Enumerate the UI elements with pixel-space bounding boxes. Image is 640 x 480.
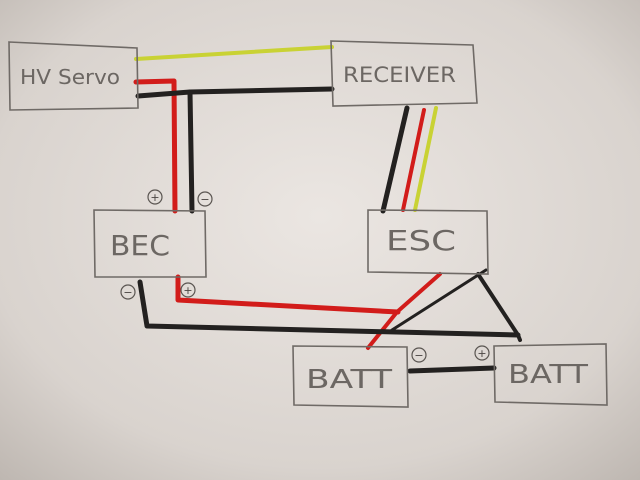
bec-box — [93, 209, 207, 278]
wire-red-servo-bec — [133, 78, 178, 214]
wire-black-esc-batt — [476, 272, 522, 342]
batt-right-plus-marker: + — [474, 345, 490, 361]
wire-red-receiver-esc — [401, 108, 426, 212]
wire-yellow-receiver-esc — [413, 106, 438, 212]
bec-top-plus-marker: + — [147, 189, 163, 205]
wire-black-bec-minus — [137, 279, 521, 338]
batt-right-box — [493, 343, 608, 406]
bec-top-minus-marker: − — [197, 191, 213, 207]
svg-text:−: − — [123, 286, 132, 299]
wire-black-esc-diagonal — [390, 268, 488, 332]
wire-black-receiver-esc — [380, 105, 410, 214]
svg-text:−: − — [200, 193, 209, 206]
svg-text:+: + — [150, 191, 159, 204]
hv-servo-box — [8, 41, 139, 111]
svg-text:−: − — [414, 349, 423, 362]
batt-left-label: BATT — [306, 365, 392, 395]
batt-right-label: BATT — [508, 360, 588, 390]
svg-text:+: + — [477, 347, 486, 360]
receiver-label: RECEIVER — [343, 63, 456, 87]
wire-black-receiver-bec — [187, 89, 195, 214]
batt-left-minus-marker: − — [411, 347, 427, 363]
wire-black-batt-link — [407, 365, 497, 374]
bec-bottom-minus-marker: − — [120, 284, 136, 300]
receiver-box — [330, 40, 478, 107]
batt-left-box — [292, 345, 409, 408]
bec-bottom-plus-marker: + — [180, 282, 196, 298]
wire-red-esc-batt — [366, 272, 442, 350]
wire-red-bec-plus — [175, 274, 401, 315]
wire-yellow-servo-receiver — [134, 45, 334, 61]
svg-text:+: + — [183, 284, 192, 297]
hv-servo-label: HV Servo — [20, 65, 120, 89]
bec-label: BEC — [110, 229, 170, 262]
esc-box — [367, 209, 489, 275]
esc-label: ESC — [386, 224, 456, 257]
